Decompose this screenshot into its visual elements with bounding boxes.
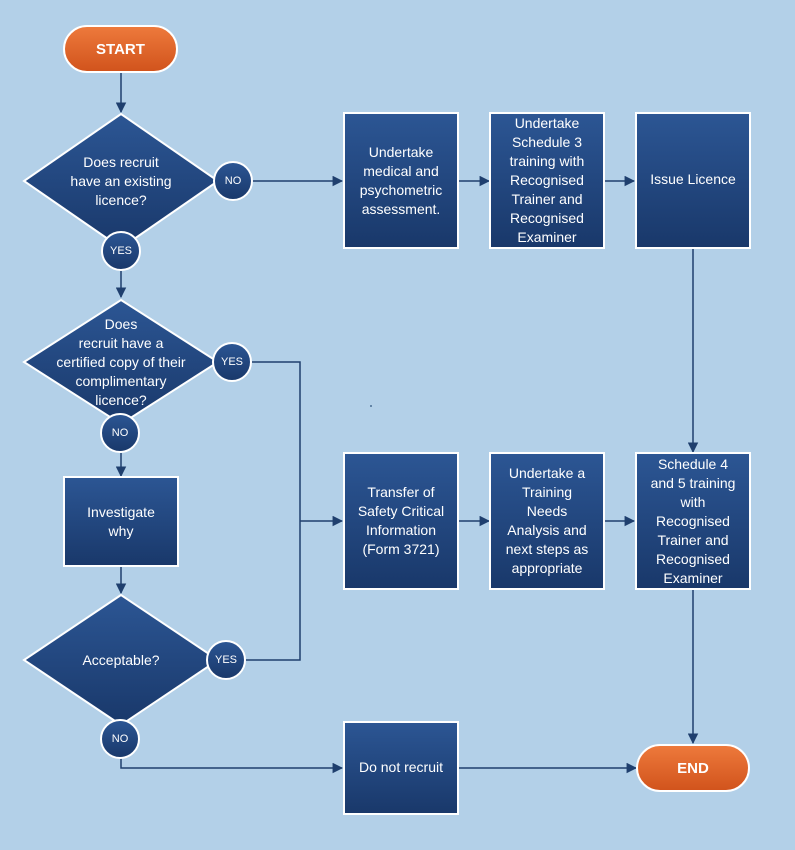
decision-existing-licence-label: Does recruit have an existing licence?: [70, 153, 172, 208]
process-tna-shape: [489, 452, 605, 590]
process-medical-label: Undertake medical and psychometric asses…: [359, 143, 443, 217]
process-investigate-shape: [63, 476, 179, 567]
badge-no-1-label: NO: [224, 175, 242, 187]
decision-certified-copy-label: Does recruit have a certified copy of th…: [56, 315, 186, 408]
process-issue-licence-shape: [635, 112, 751, 249]
badge-no-2-shape: [100, 413, 140, 453]
process-schedule3-label: Undertake Schedule 3 training with Recog…: [509, 115, 585, 245]
process-do-not-recruit-label: Do not recruit: [358, 759, 444, 775]
process-schedule3-shape: [489, 112, 605, 249]
process-schedule45-shape: [635, 452, 751, 590]
stray-dot: [370, 405, 372, 407]
badge-yes-1-label: YES: [109, 245, 132, 257]
connectors: [115, 71, 699, 774]
badge-no-3-shape: [100, 719, 140, 759]
badge-yes-2-shape: [212, 342, 252, 382]
badge-yes-1-shape: [101, 231, 141, 271]
process-transfer-label: Transfer of Safety Critical Information …: [357, 484, 445, 557]
connector-yes2-to-transfer: [252, 361, 301, 521]
process-do-not-recruit-shape: [343, 721, 459, 815]
badge-no-3-label: NO: [111, 733, 129, 745]
start-terminal: [63, 25, 178, 73]
process-schedule45-label: Schedule 4 and 5 training with Recognise…: [650, 455, 736, 586]
start-label: START: [96, 40, 145, 58]
badge-yes-3-shape: [206, 640, 246, 680]
badge-yes-3-label: YES: [214, 654, 237, 666]
badge-no-2-label: NO: [111, 427, 129, 439]
badge-no-1-shape: [213, 161, 253, 201]
process-investigate-label: Investigate why: [87, 503, 155, 539]
badge-yes-2-label: YES: [220, 356, 243, 368]
end-terminal: [636, 744, 750, 792]
decision-acceptable-label: Acceptable?: [82, 651, 160, 668]
connector-yes3-to-transfer: [245, 521, 301, 661]
process-tna-label: Undertake a Training Needs Analysis and …: [505, 465, 589, 576]
end-label: END: [677, 759, 709, 777]
process-issue-licence-label: Issue Licence: [650, 171, 736, 187]
connector-no3-to-donotrecruit: [120, 757, 344, 774]
process-transfer-shape: [343, 452, 459, 590]
process-medical-shape: [343, 112, 459, 249]
